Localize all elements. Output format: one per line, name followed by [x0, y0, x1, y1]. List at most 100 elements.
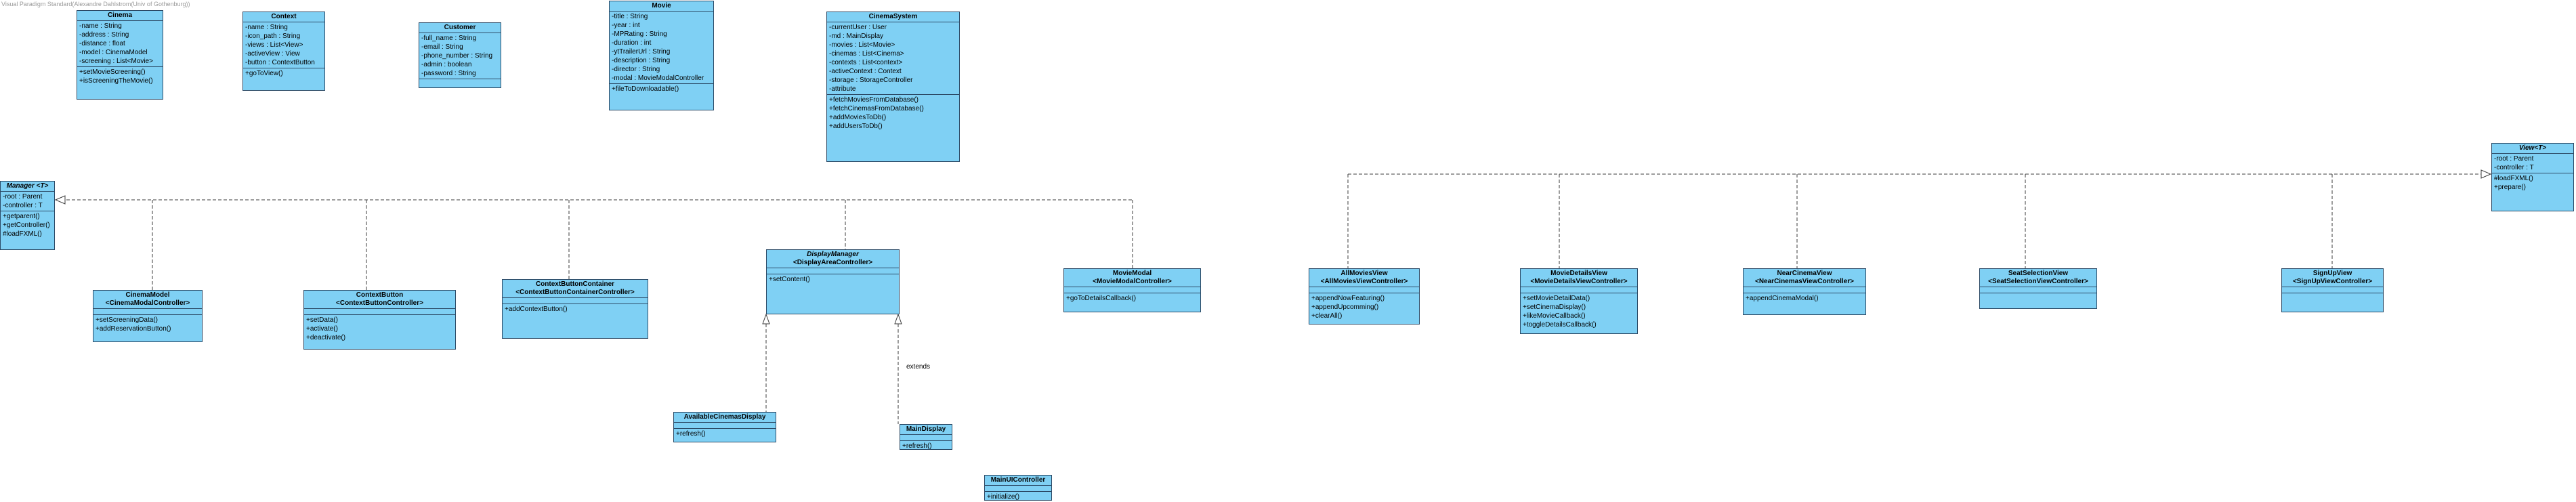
- attributes-section: -name : String-address : String-distance…: [77, 21, 163, 67]
- class-cinemasystem[interactable]: CinemaSystem -currentUser : User -md : Mai…: [826, 12, 960, 162]
- attributes-section: [900, 435, 952, 441]
- attribute: -address : String: [79, 31, 129, 39]
- class-seatselectionview[interactable]: SeatSelectionView<SeatSelectionViewContr…: [1979, 268, 2097, 309]
- class-cinema[interactable]: Cinema-name : String-address : String-di…: [77, 10, 163, 100]
- class-header: CinemaSystem: [827, 12, 959, 22]
- operation: +refresh(): [902, 442, 932, 450]
- class-stereotype: <DisplayAreaController>: [793, 259, 873, 266]
- operation: +deactivate(): [306, 334, 346, 341]
- class-name: MainDisplay: [906, 425, 946, 433]
- class-header: MovieDetailsView<MovieDetailsViewControl…: [1521, 269, 1637, 287]
- class-header: Customer: [419, 23, 501, 33]
- class-header: MainDisplay: [900, 425, 952, 435]
- attribute: -title : String: [612, 13, 648, 20]
- class-maindisplay[interactable]: MainDisplay +refresh(): [900, 424, 952, 450]
- attribute: -model : CinemaModel: [79, 49, 148, 56]
- class-view[interactable]: View<T>-root : Parent-controller : T#loa…: [2491, 143, 2574, 211]
- operation: +getparent(): [3, 213, 40, 220]
- attributes-section: [767, 268, 899, 274]
- operation: +activate(): [306, 325, 338, 333]
- operations-section: +refresh(): [674, 429, 776, 439]
- attribute: -currentUser : User: [829, 24, 887, 31]
- class-contextbutton[interactable]: ContextButton<ContextButtonController>+s…: [303, 290, 456, 350]
- class-name: AvailableCinemasDisplay: [683, 413, 766, 421]
- operations-section: +goToView(): [243, 68, 324, 79]
- class-movie[interactable]: Movie-title : String-year : int-MPRating…: [609, 1, 714, 110]
- class-nearcinemaview[interactable]: NearCinemaView<NearCinemasViewController…: [1743, 268, 1866, 315]
- attributes-section: [1309, 287, 1419, 293]
- operations-section: +getparent()+getController()#loadFXML(): [1, 211, 54, 239]
- operation: +setScreeningData(): [96, 316, 158, 324]
- class-name: MovieModal: [1112, 270, 1152, 277]
- attribute: -md : MainDisplay: [829, 33, 884, 40]
- class-contextbuttoncontainer[interactable]: ContextButtonContainer<ContextButtonCont…: [502, 279, 648, 339]
- operations-section: #loadFXML()+prepare(): [2492, 173, 2573, 192]
- class-mainuicontroller[interactable]: MainUIController+initialize(): [984, 475, 1052, 501]
- class-cinemamodel[interactable]: CinemaModel<CinemaModalController>+setSc…: [93, 290, 203, 342]
- class-customer[interactable]: Customer-full_name : String-email : Stri…: [419, 22, 501, 88]
- attributes-section: -name : String-icon_path : String-views …: [243, 22, 324, 68]
- class-moviedetailsview[interactable]: MovieDetailsView<MovieDetailsViewControl…: [1520, 268, 1638, 334]
- class-header: Context: [243, 12, 324, 22]
- attributes-section: [1980, 287, 2096, 293]
- operations-section: +setMovieScreening()+isScreeningTheMovie…: [77, 67, 163, 86]
- attribute: -distance : float: [79, 40, 125, 47]
- class-availablecinemasdisplay[interactable]: AvailableCinemasDisplay +refresh(): [673, 412, 776, 442]
- operation: +isScreeningTheMovie(): [79, 77, 153, 85]
- operation: +appendNowFeaturing(): [1311, 295, 1385, 302]
- operation: #loadFXML(): [3, 230, 42, 238]
- attributes-section: [2282, 287, 2383, 293]
- arrowhead-extends-right: [894, 313, 902, 325]
- attribute: -full_name : String: [421, 35, 477, 42]
- operation: +setMovieDetailData(): [1523, 295, 1590, 302]
- attribute: -screening : List<Movie>: [79, 58, 153, 65]
- attribute: -controller : T: [3, 202, 43, 209]
- class-header: Movie: [610, 1, 713, 12]
- class-header: DisplayManager<DisplayAreaController>: [767, 250, 899, 268]
- operation: +setData(): [306, 316, 338, 324]
- arrowhead-extends-left: [762, 313, 770, 325]
- class-stereotype: <ContextButtonContainerController>: [515, 289, 635, 296]
- class-signupview[interactable]: SignUpView<SignUpViewController>: [2281, 268, 2384, 312]
- class-name: NearCinemaView: [1777, 270, 1832, 277]
- operation: +setCinemaDisplay(): [1523, 304, 1586, 311]
- attribute: -activeView : View: [245, 50, 300, 58]
- attribute: -password : String: [421, 70, 476, 77]
- class-manager[interactable]: Manager <T>-root : Parent-controller : T…: [0, 181, 55, 250]
- class-stereotype: <ContextButtonController>: [336, 299, 423, 307]
- attributes-section: [1521, 287, 1637, 293]
- class-displaymanager[interactable]: DisplayManager<DisplayAreaController> +se…: [766, 249, 900, 314]
- operation: +likeMovieCallback(): [1523, 312, 1586, 320]
- class-name: SeatSelectionView: [2008, 270, 2069, 277]
- class-header: Cinema: [77, 11, 163, 21]
- class-name: SignUpView: [2313, 270, 2352, 277]
- attributes-section: -currentUser : User -md : MainDisplay-mov…: [827, 22, 959, 95]
- attribute: -movies : List<Movie>: [829, 41, 895, 49]
- attribute: -name : String: [79, 22, 122, 30]
- class-stereotype: <MovieDetailsViewController>: [1530, 278, 1628, 285]
- class-moviemodal[interactable]: MovieModal<MovieModalController>+goToDet…: [1063, 268, 1201, 312]
- operation: +fileToDownloadable(): [612, 85, 679, 93]
- operations-section: [419, 79, 501, 85]
- operation: +prepare(): [2494, 184, 2526, 191]
- attribute: -icon_path : String: [245, 33, 301, 40]
- attributes-section: -root : Parent-controller : T: [2492, 154, 2573, 173]
- class-allmoviesview[interactable]: AllMoviesView<AllMoviesViewController> +a…: [1309, 268, 1420, 325]
- watermark-text: Visual Paradigm Standard(Alexandre Dahls…: [1, 1, 190, 7]
- operations-section: +refresh(): [900, 441, 952, 450]
- attribute: -button : ContextButton: [245, 59, 315, 66]
- attribute: -year : int: [612, 22, 640, 29]
- operations-section: [2282, 293, 2383, 299]
- operations-section: +setContent(): [767, 274, 899, 285]
- class-name: MovieDetailsView: [1550, 270, 1607, 277]
- class-stereotype: <AllMoviesViewController>: [1320, 278, 1408, 285]
- arrowhead-manager: [54, 195, 66, 205]
- operations-section: +fileToDownloadable(): [610, 84, 713, 94]
- class-header: MovieModal<MovieModalController>: [1064, 269, 1200, 287]
- operation: +addMoviesToDb(): [829, 114, 887, 121]
- class-header: AllMoviesView<AllMoviesViewController>: [1309, 269, 1419, 287]
- class-context[interactable]: Context-name : String-icon_path : String…: [242, 12, 325, 91]
- attribute: -views : List<View>: [245, 41, 303, 49]
- class-stereotype: <SignUpViewController>: [2292, 278, 2373, 285]
